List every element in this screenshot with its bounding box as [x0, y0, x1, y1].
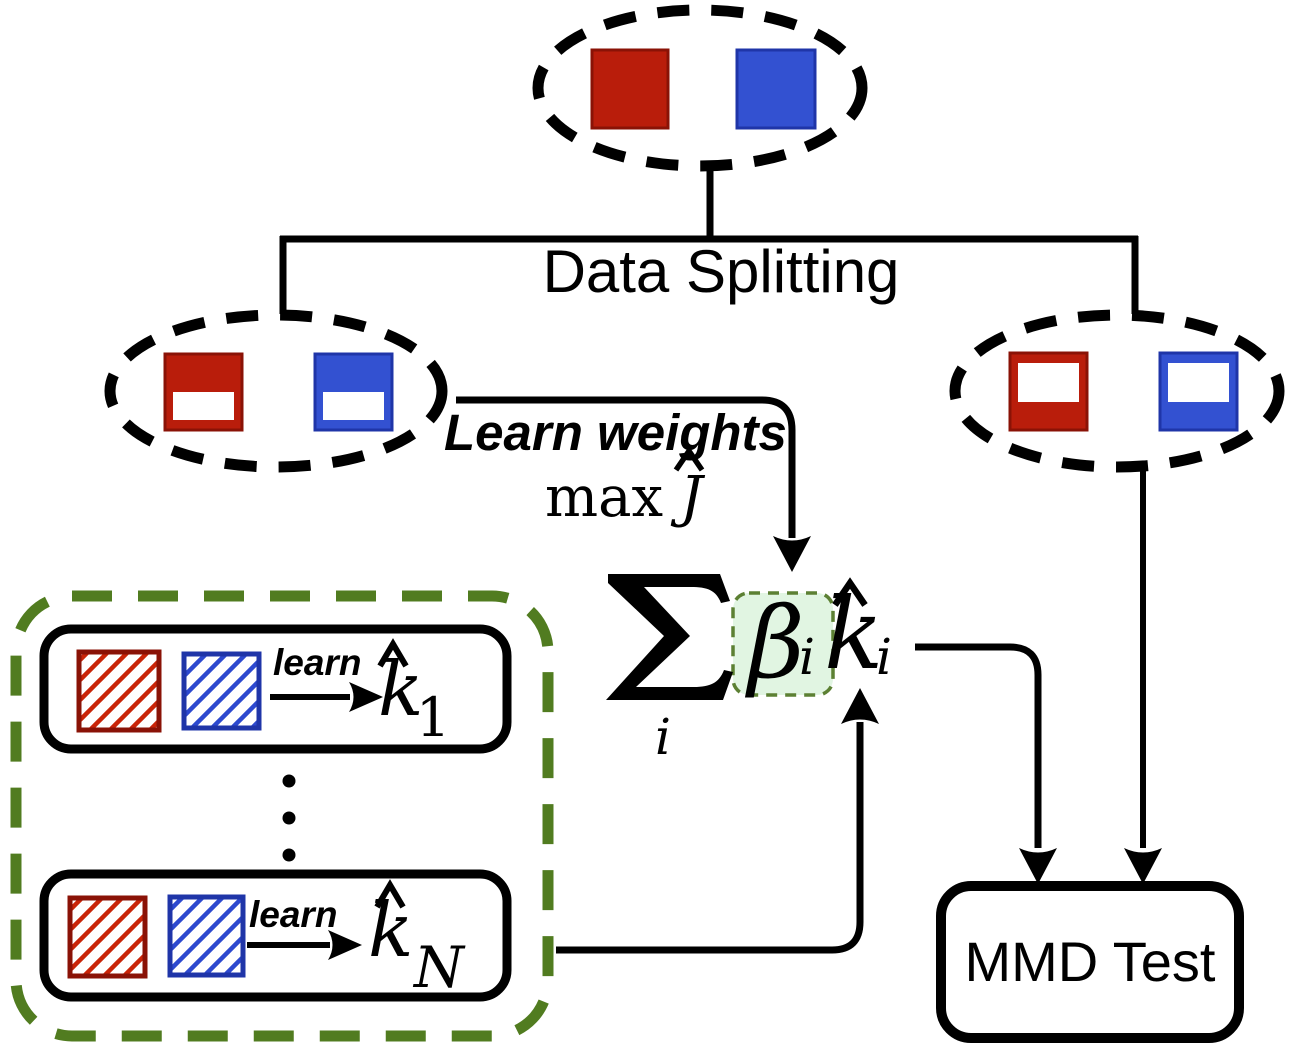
- kernel-N-box: [39, 869, 512, 1002]
- test-red-mask: [1018, 363, 1079, 402]
- beta-subscript: i: [799, 628, 815, 686]
- k-N-hat-accent: [374, 879, 406, 909]
- kernel-N-learn-arrowhead: [328, 930, 362, 960]
- k-N-subscript: N: [414, 935, 464, 1001]
- k-i-subscript: i: [876, 628, 892, 686]
- kernel-1-blue-hatched: [181, 651, 262, 731]
- learn-weights-label: Learn weights: [444, 404, 787, 461]
- pooled-data-ellipse: [532, 4, 868, 172]
- sum-symbol: [606, 574, 733, 700]
- k-1-subscript: 1: [416, 686, 451, 749]
- beta-highlight-box: [731, 591, 835, 697]
- split-tree-lines: [279, 164, 1139, 314]
- learn-weights-arrowhead: [773, 536, 811, 572]
- vertical-ellipsis-icon: [282, 774, 296, 862]
- sum-output-line: [915, 643, 1042, 848]
- sum-subscript: i: [655, 708, 671, 766]
- data-splitting-label: Data Splitting: [542, 238, 900, 305]
- sum-output-arrowhead: [1019, 848, 1057, 884]
- kernel-N-output-line: [556, 722, 864, 954]
- train-red-mask: [173, 392, 234, 420]
- kernel-N-blue-hatched: [167, 894, 246, 978]
- k-N-symbol: k: [368, 886, 414, 974]
- train-split-ellipse: [104, 309, 448, 473]
- kernel-N-output-arrowhead: [841, 688, 879, 724]
- test-split-to-mmd-arrowhead: [1124, 848, 1162, 884]
- pooled-red-sample: [590, 48, 670, 130]
- train-blue-mask: [323, 392, 384, 420]
- pooled-blue-sample: [735, 48, 817, 130]
- k-1-hat-accent: [377, 638, 409, 668]
- k-1-symbol: k: [378, 645, 424, 733]
- k-i-symbol: k: [824, 578, 884, 692]
- test-split-ellipse: [949, 309, 1285, 473]
- beta-symbol: β: [748, 587, 805, 701]
- kernel-N-red-hatched: [67, 895, 148, 979]
- kernel-1-learn-label: learn: [273, 642, 362, 683]
- kernel-1-learn-arrowhead: [349, 682, 383, 712]
- mmd-test-label: MMD Test: [964, 930, 1216, 993]
- mmd-test-box: [936, 881, 1244, 1043]
- kernel-N-learn-label: learn: [249, 894, 338, 935]
- kernel-1-red-hatched: [76, 649, 162, 733]
- test-blue-mask: [1168, 363, 1229, 402]
- max-j-hat-accent: [673, 446, 705, 472]
- k-i-hat-accent: [832, 577, 868, 607]
- kernel-bank-container: [10, 590, 554, 1042]
- learn-weights-arrow-line: [456, 396, 796, 538]
